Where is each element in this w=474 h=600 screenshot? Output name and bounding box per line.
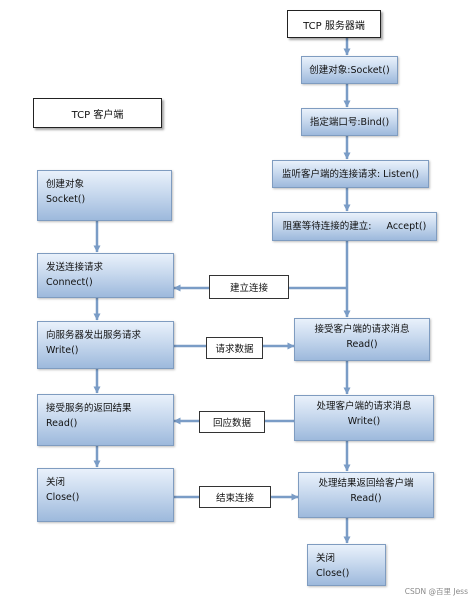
- server-step-return-label: 处理结果返回给客户端: [318, 478, 414, 489]
- server-step-read: 接受客户端的请求消息 Read(): [294, 318, 430, 361]
- client-step-socket-label: 创建对象: [46, 179, 85, 190]
- server-step-return-call: Read(): [350, 493, 382, 504]
- server-step-read-call: Read(): [346, 339, 378, 350]
- client-header: TCP 客户端: [33, 98, 162, 128]
- watermark: CSDN @百里 Jess: [404, 587, 468, 596]
- client-step-read-call: Read(): [46, 418, 78, 429]
- client-step-read: 接受服务的返回结果 Read(): [37, 394, 174, 446]
- client-step-socket-call: Socket(): [46, 194, 86, 205]
- server-step-accept-label: 阻塞等待连接的建立: Accept(): [282, 221, 427, 232]
- request-label: 请求数据: [206, 337, 263, 359]
- server-step-close-call: Close(): [316, 568, 350, 579]
- server-step-accept: 阻塞等待连接的建立: Accept(): [272, 212, 437, 241]
- response-label: 回应数据: [199, 411, 265, 433]
- server-step-bind: 指定端口号:Bind(): [301, 108, 398, 136]
- server-step-return: 处理结果返回给客户端 Read(): [298, 472, 434, 518]
- server-header: TCP 服务器端: [287, 10, 381, 38]
- server-step-listen-label: 监听客户端的连接请求: Listen(): [281, 168, 420, 180]
- server-step-bind-label: 指定端口号:Bind(): [309, 116, 390, 128]
- client-step-close-call: Close(): [46, 492, 80, 503]
- server-step-listen: 监听客户端的连接请求: Listen(): [272, 160, 429, 188]
- client-step-write-call: Write(): [46, 345, 79, 356]
- server-step-close-label: 关闭: [316, 553, 336, 564]
- server-step-process: 处理客户端的请求消息 Write(): [294, 395, 434, 441]
- client-step-connect-call: Connect(): [46, 277, 93, 288]
- connect-label: 建立连接: [209, 275, 289, 299]
- client-step-write: 向服务器发出服务请求 Write(): [37, 321, 174, 369]
- client-step-connect-label: 发送连接请求: [46, 262, 104, 273]
- client-step-close-label: 关闭: [46, 477, 66, 488]
- server-step-process-call: Write(): [347, 416, 381, 427]
- server-step-close: 关闭 Close(): [307, 544, 386, 586]
- client-step-write-label: 向服务器发出服务请求: [46, 330, 142, 341]
- server-step-socket-label: 创建对象:Socket(): [309, 64, 390, 76]
- server-step-process-label: 处理客户端的请求消息: [316, 401, 412, 412]
- server-step-socket: 创建对象:Socket(): [301, 56, 398, 84]
- client-step-socket: 创建对象 Socket(): [37, 170, 172, 221]
- server-step-read-label: 接受客户端的请求消息: [314, 324, 410, 335]
- client-step-connect: 发送连接请求 Connect(): [37, 253, 174, 298]
- close-label: 结束连接: [199, 486, 271, 508]
- client-step-read-label: 接受服务的返回结果: [46, 403, 132, 414]
- client-step-close: 关闭 Close(): [37, 468, 174, 522]
